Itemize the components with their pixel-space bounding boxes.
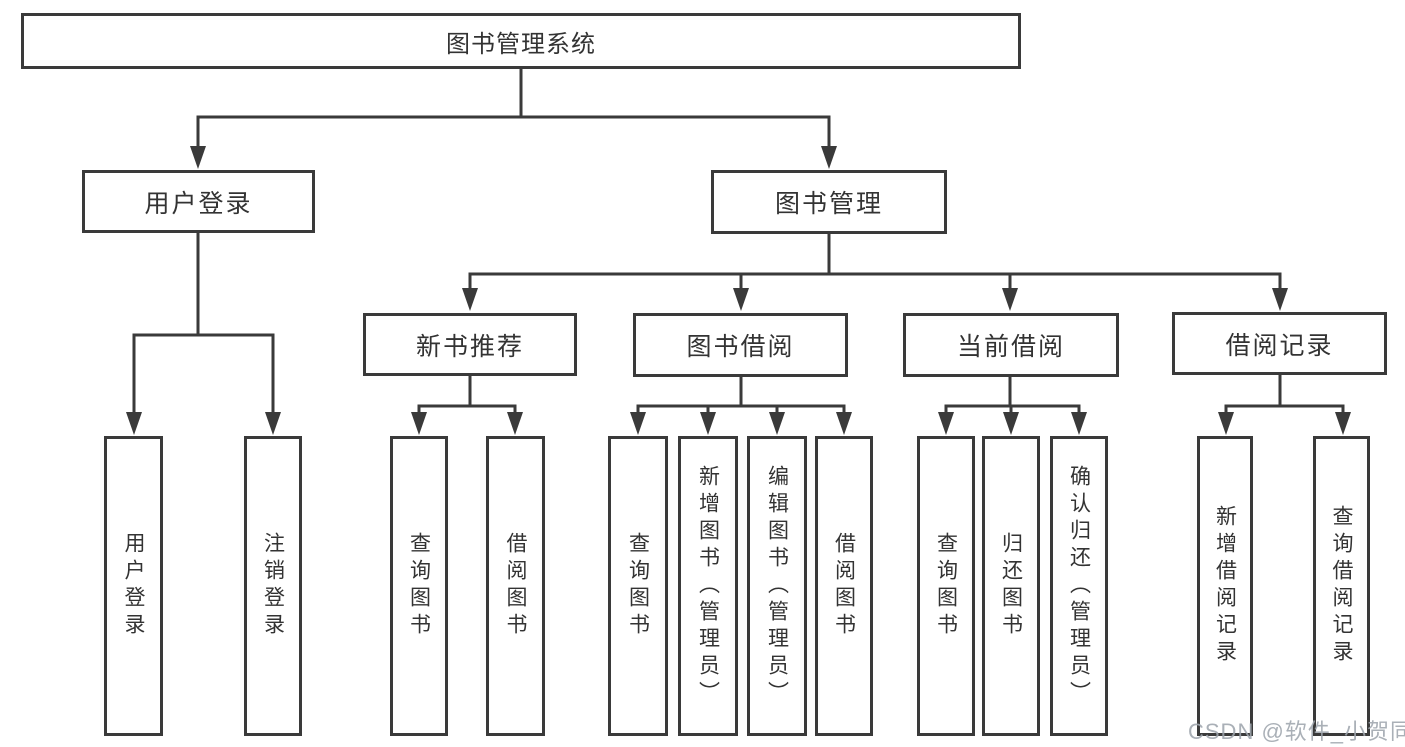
node-current-borrowing: 当前借阅 — [903, 313, 1119, 377]
connector-borrowing-to-leaves — [630, 377, 852, 435]
leaf-confirm-return-admin: 确认归还（管理员） — [1050, 436, 1108, 736]
connector-user-login-to-leaves — [126, 233, 281, 435]
leaf-add-books-admin: 新增图书（管理员） — [678, 436, 738, 736]
leaf-edit-books-admin: 编辑图书（管理员） — [747, 436, 807, 736]
leaf-add-borrow-record: 新增借阅记录 — [1197, 436, 1253, 736]
leaf-borrow-books-borrowing: 借阅图书 — [815, 436, 873, 736]
node-user-login: 用户登录 — [82, 170, 315, 233]
connector-records-to-leaves — [1218, 375, 1351, 435]
connector-current-to-leaves — [938, 377, 1087, 435]
node-borrowing-records: 借阅记录 — [1172, 312, 1387, 375]
node-library-management-system: 图书管理系统 — [21, 13, 1021, 69]
node-book-management: 图书管理 — [711, 170, 947, 234]
connector-recommendation-to-leaves — [411, 376, 523, 435]
leaf-query-books-recommend: 查询图书 — [390, 436, 448, 736]
connector-book-management-to-level3 — [462, 234, 1288, 311]
leaf-logout-login: 注销登录 — [244, 436, 302, 736]
node-new-book-recommendation: 新书推荐 — [363, 313, 577, 376]
leaf-borrow-books-recommend: 借阅图书 — [486, 436, 545, 736]
node-book-borrowing: 图书借阅 — [633, 313, 848, 377]
connector-root-to-level2 — [190, 69, 837, 169]
leaf-user-login: 用户登录 — [104, 436, 163, 736]
leaf-query-books-borrowing: 查询图书 — [608, 436, 668, 736]
leaf-return-books: 归还图书 — [982, 436, 1040, 736]
csdn-watermark: CSDN @软件_小贺同学 — [1188, 719, 1405, 744]
leaf-query-borrow-record: 查询借阅记录 — [1313, 436, 1370, 736]
leaf-query-books-current: 查询图书 — [917, 436, 975, 736]
